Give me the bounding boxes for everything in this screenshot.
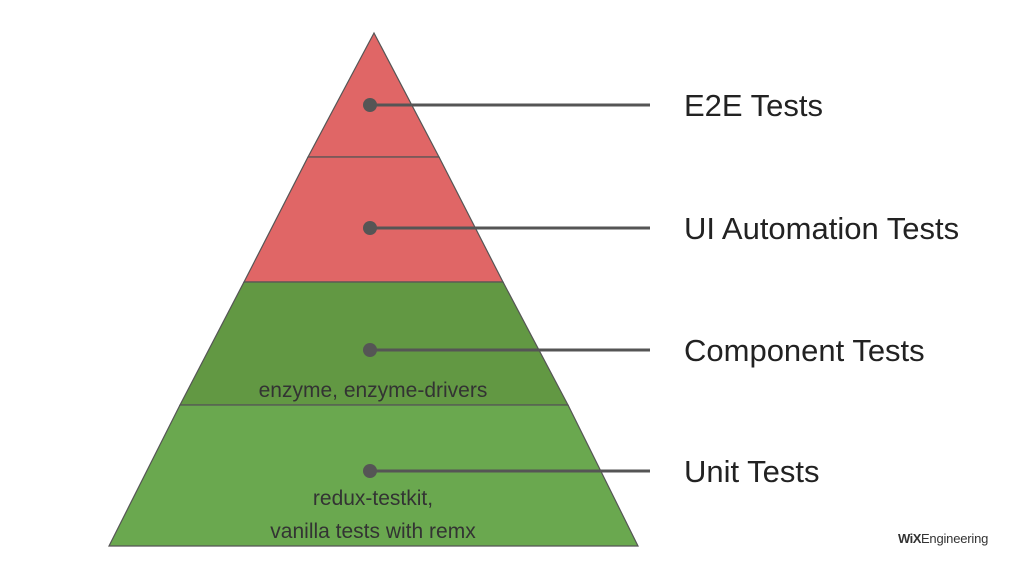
side-label-e2e: E2E Tests	[684, 88, 823, 123]
connector-dot-unit	[363, 464, 377, 478]
connector-dot-ui-automation	[363, 221, 377, 235]
connector-dot-component	[363, 343, 377, 357]
side-label-component: Component Tests	[684, 333, 925, 368]
unit-tools-label-line-2: vanilla tests with remx	[270, 520, 476, 543]
wix-engineering-logo: WiXEngineering	[898, 531, 988, 546]
side-label-ui-automation: UI Automation Tests	[684, 211, 959, 246]
connector-dot-e2e	[363, 98, 377, 112]
pyramid-layer-ui-automation	[243, 156, 504, 283]
logo-brand: WiX	[898, 531, 921, 546]
pyramid-layer-e2e	[307, 31, 440, 158]
component-tools-label: enzyme, enzyme-drivers	[259, 379, 488, 402]
side-label-unit: Unit Tests	[684, 454, 820, 489]
logo-suffix: Engineering	[920, 531, 989, 546]
unit-tools-label-line-1: redux-testkit,	[313, 487, 433, 510]
